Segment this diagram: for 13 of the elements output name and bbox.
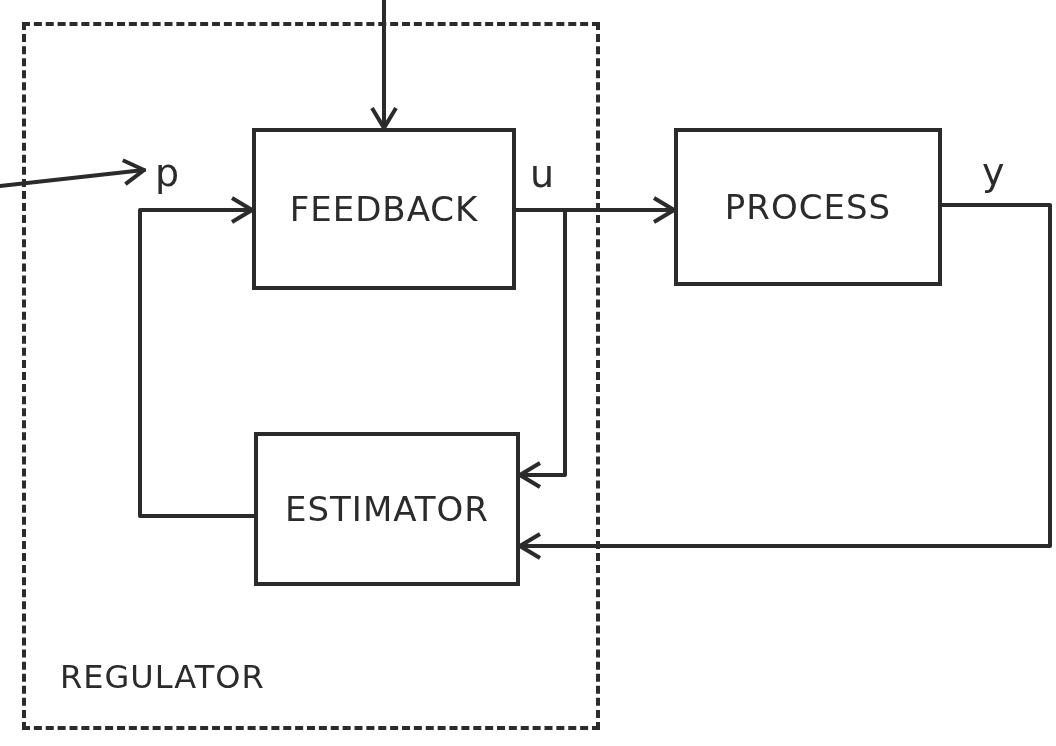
process-box <box>254 432 520 586</box>
arrow <box>514 208 567 489</box>
block-label: ESTIMATOR <box>285 489 489 529</box>
signal-label: p <box>154 151 180 195</box>
arrow <box>0 158 146 188</box>
arrow <box>370 0 398 130</box>
block-label: FEEDBACK <box>289 189 479 229</box>
process-box <box>252 128 516 290</box>
block-label: PROCESS <box>724 187 892 227</box>
dashed-region <box>22 22 600 730</box>
process-box <box>674 128 942 286</box>
arrow <box>138 196 256 518</box>
region-title: REGULATOR <box>60 658 265 696</box>
